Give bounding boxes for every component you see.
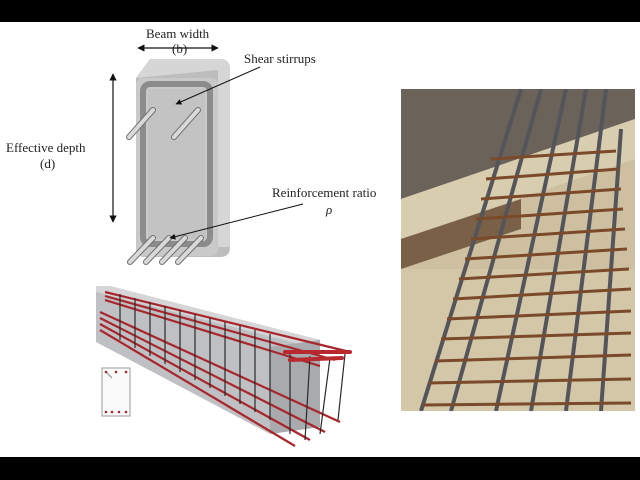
reinforcement-ratio-symbol: ρ: [326, 202, 333, 217]
cross-section-diagram: [109, 44, 304, 265]
inset-cross-section: [101, 367, 131, 417]
bottom-bars: [127, 235, 204, 265]
beam-width-symbol: (b): [172, 41, 188, 56]
shear-stirrups-label: Shear stirrups: [244, 51, 316, 66]
effective-depth-label: Effective depth: [6, 140, 86, 155]
beam-3d-render: [96, 286, 352, 447]
top-bars: [126, 107, 201, 140]
shear-stirrups-leader: [175, 66, 261, 105]
figure-canvas: Beam width (b) Shear stirrups Effective …: [0, 22, 640, 457]
reinforcement-ratio-label: Reinforcement ratio: [272, 185, 377, 200]
beam-width-label: Beam width: [146, 26, 210, 41]
reinforcement-ratio-leader: [169, 203, 304, 240]
reinforcement-cage-column-photo: [401, 89, 635, 411]
effective-depth-symbol: (d): [40, 156, 56, 171]
